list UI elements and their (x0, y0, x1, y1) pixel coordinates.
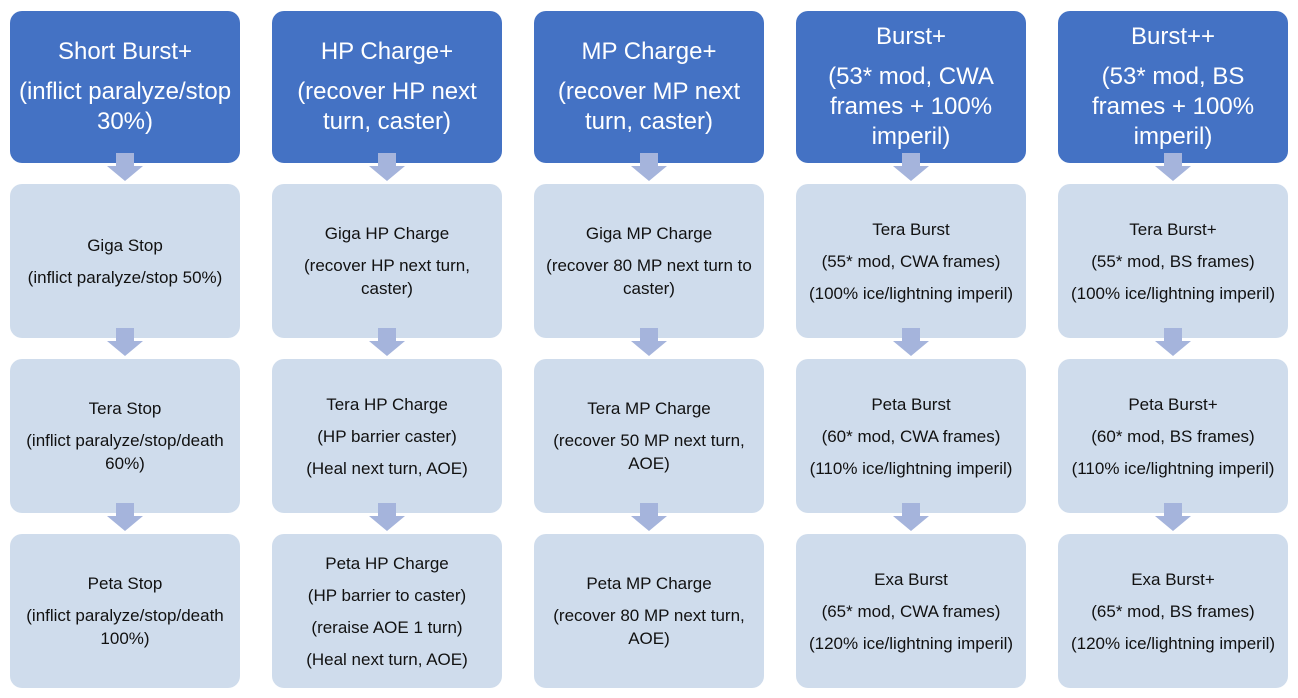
header-description: (53* mod, CWA frames + 100% imperil) (828, 63, 994, 150)
node-title: Exa Burst (874, 569, 948, 589)
down-arrow-icon (893, 503, 929, 531)
flow-node: Tera Stop (inflict paralyze/stop/death 60… (10, 359, 240, 513)
node-detail: (Heal next turn, AOE) (306, 458, 468, 478)
flow-node: Giga Stop (inflict paralyze/stop 50%) (10, 184, 240, 338)
node-title: Tera Burst (872, 219, 950, 239)
column-2: HP Charge+ (recover HP next turn, caster)… (272, 0, 502, 698)
flow-node: Exa Burst (65* mod, CWA frames) (120% ice/… (796, 534, 1026, 688)
down-arrow-icon (631, 328, 667, 356)
node-title: Giga HP Charge (324, 224, 450, 243)
down-arrow-icon (1155, 503, 1191, 531)
down-arrow-icon (1155, 328, 1191, 356)
node-detail: (reraise AOE 1 turn) (311, 617, 463, 637)
column-header: HP Charge+ (recover HP next turn, caster) (272, 11, 502, 163)
header-description: (recover HP next turn, caster) (297, 78, 477, 135)
column-header: MP Charge+ (recover MP next turn, caster) (534, 11, 764, 163)
node-detail: (inflict paralyze/stop 50%) (27, 267, 223, 287)
flow-node: Tera HP Charge (HP barrier caster) (Heal n… (272, 359, 502, 513)
node-title: Tera HP Charge (326, 394, 448, 414)
node-detail: (55* mod, BS frames) (1091, 251, 1255, 271)
node-detail: (recover 50 MP next turn, AOE) (553, 431, 745, 473)
down-arrow-icon (107, 153, 143, 181)
down-arrow-icon (1155, 153, 1191, 181)
column-header: Burst++ (53* mod, BS frames + 100% imperi… (1058, 11, 1288, 163)
node-detail: (inflict paralyze/stop/death 60%) (26, 431, 224, 473)
flow-node: Tera Burst+ (55* mod, BS frames) (100% ice… (1058, 184, 1288, 338)
header-description: (inflict paralyze/stop 30%) (18, 78, 232, 135)
down-arrow-icon (893, 328, 929, 356)
node-title: Peta MP Charge (586, 574, 712, 593)
header-description: (53* mod, BS frames + 100% imperil) (1091, 63, 1255, 150)
node-detail: (65* mod, BS frames) (1091, 601, 1255, 621)
node-title: Peta Stop (87, 574, 163, 593)
column-3: MP Charge+ (recover MP next turn, caster)… (534, 0, 764, 698)
node-title: Tera MP Charge (587, 399, 711, 418)
down-arrow-icon (107, 503, 143, 531)
column-4: Burst+ (53* mod, CWA frames + 100% imperi… (796, 0, 1026, 698)
node-detail: (65* mod, CWA frames) (821, 601, 1001, 621)
flow-node: Peta MP Charge (recover 80 MP next turn, … (534, 534, 764, 688)
flow-node: Peta HP Charge (HP barrier to caster) (rer… (272, 534, 502, 688)
node-title: Peta Burst+ (1128, 394, 1218, 414)
node-detail: (55* mod, CWA frames) (821, 251, 1001, 271)
column-header: Burst+ (53* mod, CWA frames + 100% imperi… (796, 11, 1026, 163)
node-title: Peta HP Charge (325, 553, 449, 573)
node-detail: (recover 80 MP next turn to caster) (546, 256, 752, 298)
header-title: Burst++ (1130, 23, 1216, 50)
node-detail: (Heal next turn, AOE) (306, 649, 468, 669)
down-arrow-icon (369, 503, 405, 531)
node-title: Tera Stop (88, 399, 162, 418)
down-arrow-icon (631, 153, 667, 181)
node-title: Peta Burst (871, 394, 951, 414)
node-title: Exa Burst+ (1131, 569, 1215, 589)
down-arrow-icon (893, 153, 929, 181)
node-detail: (HP barrier to caster) (307, 585, 467, 605)
node-detail: (120% ice/lightning imperil) (1070, 633, 1276, 653)
down-arrow-icon (631, 503, 667, 531)
down-arrow-icon (107, 328, 143, 356)
node-detail: (110% ice/lightning imperil) (809, 458, 1013, 478)
header-title: MP Charge+ (581, 38, 717, 65)
header-description: (recover MP next turn, caster) (557, 78, 741, 135)
flow-node: Peta Burst (60* mod, CWA frames) (110% ice… (796, 359, 1026, 513)
node-detail: (100% ice/lightning imperil) (808, 283, 1014, 303)
down-arrow-icon (369, 153, 405, 181)
node-detail: (recover HP next turn, caster) (304, 256, 470, 298)
node-detail: (inflict paralyze/stop/death 100%) (26, 606, 224, 648)
node-title: Tera Burst+ (1129, 219, 1217, 239)
node-detail: (HP barrier caster) (317, 426, 457, 446)
column-header: Short Burst+ (inflict paralyze/stop 30%) (10, 11, 240, 163)
header-title: HP Charge+ (320, 38, 454, 65)
down-arrow-icon (369, 328, 405, 356)
flow-node: Giga MP Charge (recover 80 MP next turn t… (534, 184, 764, 338)
column-1: Short Burst+ (inflict paralyze/stop 30%) G… (10, 0, 240, 698)
node-detail: (120% ice/lightning imperil) (808, 633, 1014, 653)
header-title: Burst+ (875, 23, 947, 50)
node-title: Giga MP Charge (585, 224, 713, 243)
column-5: Burst++ (53* mod, BS frames + 100% imperi… (1058, 0, 1288, 698)
node-detail: (110% ice/lightning imperil) (1071, 458, 1275, 478)
node-detail: (100% ice/lightning imperil) (1070, 283, 1276, 303)
flow-node: Peta Burst+ (60* mod, BS frames) (110% ice… (1058, 359, 1288, 513)
node-detail: (recover 80 MP next turn, AOE) (553, 606, 745, 648)
node-title: Giga Stop (87, 235, 163, 255)
node-detail: (60* mod, BS frames) (1091, 426, 1255, 446)
flow-node: Exa Burst+ (65* mod, BS frames) (120% ice/… (1058, 534, 1288, 688)
flow-node: Tera Burst (55* mod, CWA frames) (100% ice… (796, 184, 1026, 338)
flow-node: Peta Stop (inflict paralyze/stop/death 10… (10, 534, 240, 688)
flow-node: Giga HP Charge (recover HP next turn, cas… (272, 184, 502, 338)
node-detail: (60* mod, CWA frames) (821, 426, 1001, 446)
header-title: Short Burst+ (57, 38, 193, 65)
flow-node: Tera MP Charge (recover 50 MP next turn, … (534, 359, 764, 513)
